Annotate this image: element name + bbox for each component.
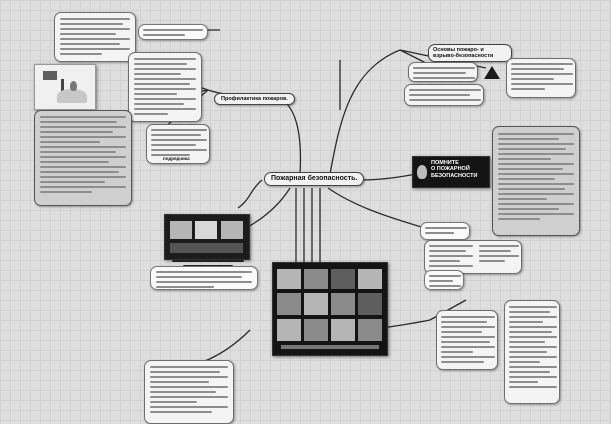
note-fire-actions[interactable] xyxy=(504,300,560,404)
note-fire-prevention-intro[interactable] xyxy=(54,12,136,62)
central-topic[interactable]: Пожарная безопасность. xyxy=(264,172,365,186)
topic-fire-prevention[interactable]: Профилактика пожаров. xyxy=(214,93,295,106)
banner-line-3: БЕЗОПАСНОСТИ xyxy=(431,172,478,179)
note-contractor[interactable]: подрядчика xyxy=(146,124,210,164)
highlight-contractor: подрядчика xyxy=(163,156,190,161)
topic-fire-basics[interactable]: Основы пожаро- и взрыво-безопасности xyxy=(428,44,512,63)
banner-line-1: ПОМНИТЕ xyxy=(431,160,459,166)
fire-safety-poster-icon[interactable] xyxy=(164,214,250,260)
note-fire-regime[interactable] xyxy=(144,360,234,424)
note-basics-3[interactable] xyxy=(404,84,484,106)
note-responsibilities-extra[interactable] xyxy=(424,270,464,290)
note-contractor-responsibility[interactable] xyxy=(150,266,258,290)
note-fire-prevention-short[interactable] xyxy=(138,24,208,40)
note-fire-safety-measures[interactable] xyxy=(34,110,132,206)
note-prevention-rules[interactable] xyxy=(128,52,202,122)
note-fire-safety-rules[interactable] xyxy=(492,126,580,236)
candle-icon xyxy=(34,64,96,110)
note-evacuation[interactable] xyxy=(436,310,498,370)
fire-safety-banner[interactable]: ПОМНИТЕ О ПОЖАРНОЙ БЕЗОПАСНОСТИ xyxy=(412,156,490,188)
note-basics-2[interactable] xyxy=(506,58,576,98)
flame-icon xyxy=(417,165,427,179)
banner-line-2: О ПОЖАРНОЙ xyxy=(431,166,470,173)
note-instructions[interactable] xyxy=(420,222,470,240)
photo-collage-icon[interactable] xyxy=(272,262,388,356)
warning-triangle-icon xyxy=(484,66,500,79)
note-responsibilities-table[interactable] xyxy=(424,240,522,274)
note-basics-1[interactable] xyxy=(408,62,478,82)
